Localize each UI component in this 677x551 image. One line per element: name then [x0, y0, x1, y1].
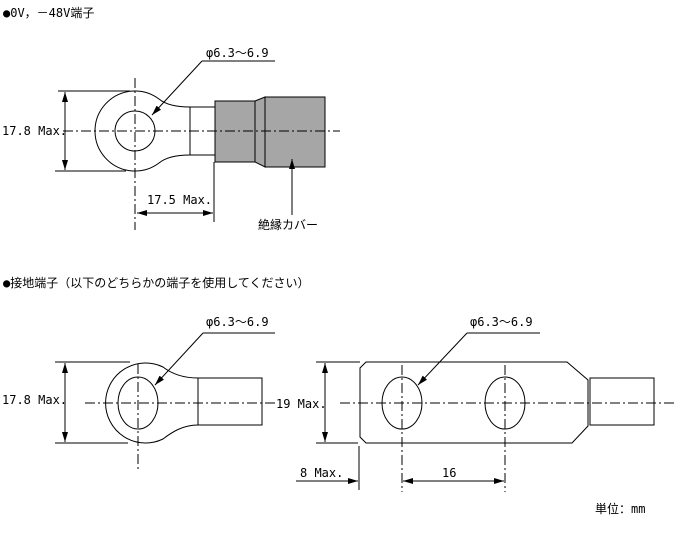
insulation-cover-rear	[264, 96, 326, 168]
cover-leader: 絶縁カバー	[258, 159, 318, 232]
dimension-height-2: 17.8 Max.	[2, 361, 130, 444]
pitch-dim-label: 16	[442, 466, 456, 480]
plate-terminal	[340, 361, 677, 492]
barrel	[197, 377, 263, 426]
section1-title: ●0V，－48V端子	[3, 6, 94, 20]
height-dim-label: 17.8 Max.	[2, 393, 67, 407]
ring-terminal-insulated	[63, 78, 340, 230]
length-dim-label: 17.5 Max.	[147, 193, 212, 207]
hole-diameter-label: φ6.3～6.9	[206, 46, 269, 60]
hole-leader-3: φ6.3～6.9	[417, 315, 540, 386]
dimension-height-1: 17.8 Max.	[2, 90, 130, 172]
edge-dim-label: 8 Max.	[300, 466, 343, 480]
height-dim-label: 17.8 Max.	[2, 124, 67, 138]
hole-leader-2: φ6.3～6.9	[154, 315, 275, 386]
plate-outline	[359, 361, 589, 444]
section2-title: ●接地端子（以下のどちらかの端子を使用してください）	[3, 275, 310, 290]
barrel	[589, 377, 655, 426]
dimension-pitch: 8 Max. 16	[296, 446, 504, 490]
ring-terminal	[85, 362, 275, 470]
hole-leader-1: φ6.3～6.9	[151, 46, 275, 116]
dimension-height-3: 19 Max.	[276, 361, 360, 444]
hole-diameter-label: φ6.3～6.9	[206, 315, 269, 329]
cover-label: 絶縁カバー	[258, 217, 318, 232]
hole-diameter-label: φ6.3～6.9	[470, 315, 533, 329]
unit-note: 単位：mm	[595, 501, 645, 516]
dimension-length: 17.5 Max.	[137, 162, 215, 222]
height-dim-label: 19 Max.	[276, 397, 327, 411]
